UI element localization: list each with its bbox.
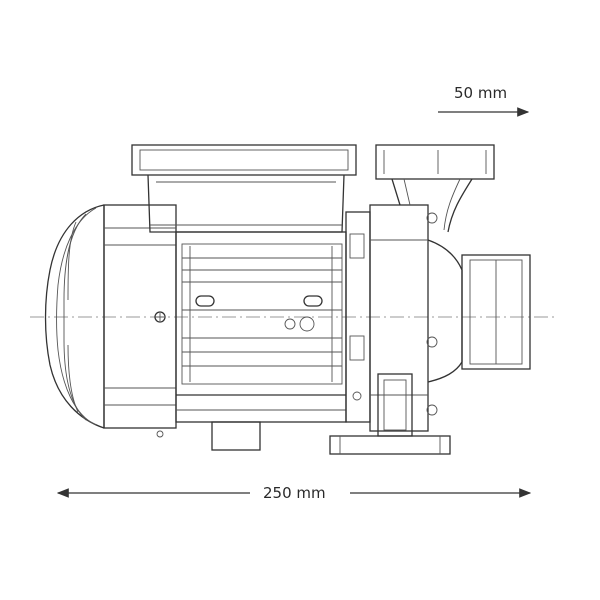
pump-volute (369, 204, 438, 437)
discharge-outlet (375, 144, 495, 233)
dimension-label-bottom: 250 mm (257, 484, 332, 502)
dimension-label-top: 50 mm (448, 84, 514, 102)
fan-cover (44, 204, 105, 429)
base-foot (329, 435, 451, 455)
drain-screw (154, 311, 166, 323)
suction-inlet (427, 239, 531, 383)
motor-stator (175, 231, 347, 451)
motor-housing (103, 204, 177, 438)
terminal-box (131, 144, 357, 233)
